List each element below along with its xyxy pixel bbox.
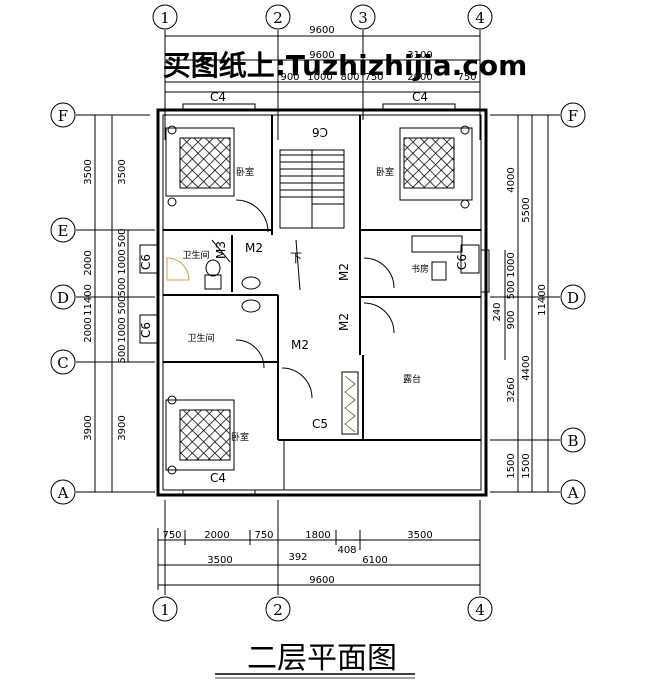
top-dim-2000: 2000 — [407, 72, 432, 83]
window-label-c6-study: C6 — [455, 254, 469, 270]
top-dim-total-2: 9600 — [309, 50, 334, 61]
drawing-title: 二层平面图 — [247, 641, 397, 676]
top-dim-800: 800 — [340, 72, 359, 83]
right-dim-4400: 4400 — [521, 355, 532, 380]
bottom-dim-750a: 750 — [162, 530, 181, 541]
window-label-c4-top-right: C4 — [412, 90, 428, 104]
window-label-c6-left-upper: C6 — [139, 254, 153, 270]
window-label-c6-left-lower: C6 — [139, 322, 153, 338]
right-dim-3260: 3260 — [506, 377, 517, 402]
bottom-dim-6100: 6100 — [362, 555, 387, 566]
bottom-dim-1800: 1800 — [305, 530, 330, 541]
axis-label-A-right: A — [567, 484, 579, 502]
window-label-c6-stair: C6 — [312, 125, 328, 139]
left-dim-3900b: 3900 — [117, 415, 128, 440]
window-label-c5: C5 — [312, 417, 328, 431]
axis-label-2-top: 2 — [273, 9, 283, 27]
bottom-dim-3500: 3500 — [407, 530, 432, 541]
axis-label-1-bottom: 1 — [160, 601, 170, 619]
door-label-m3: M3 — [214, 241, 228, 259]
door-label-m2-terrace: M2 — [337, 313, 351, 331]
axis-label-C-left: C — [57, 354, 68, 372]
left-dim-3500a: 3500 — [83, 159, 94, 184]
right-dim-4000: 4000 — [506, 167, 517, 192]
axis-label-4-bottom: 4 — [475, 601, 485, 619]
bottom-dim-750b: 750 — [254, 530, 273, 541]
left-dim-3900a: 3900 — [83, 415, 94, 440]
axis-label-1-top: 1 — [160, 9, 170, 27]
top-dim-total: 9600 — [309, 25, 334, 36]
left-dim-500b: 500 — [117, 277, 128, 296]
top-dim-750b: 750 — [457, 72, 476, 83]
left-dim-1000a: 1000 — [117, 249, 128, 274]
room-label-bedroom-1: 卧室 — [236, 166, 254, 178]
axis-label-F-left: F — [58, 107, 68, 125]
left-dim-500d: 500 — [117, 344, 128, 363]
right-dim-240: 240 — [492, 302, 503, 321]
right-dim-11400: 11400 — [537, 284, 548, 316]
bottom-dim-392: 392 — [288, 552, 307, 563]
room-label-bedroom-2: 卧室 — [376, 166, 394, 178]
left-dim-1000b: 1000 — [117, 317, 128, 342]
axis-label-D-left: D — [57, 289, 69, 307]
room-label-bathroom-2: 卫生间 — [187, 332, 214, 344]
watermark-text: 买图纸上:Tuzhizhijia.com — [163, 49, 528, 82]
bottom-dim-total: 9600 — [309, 575, 334, 586]
room-label-study: 书房 — [411, 263, 429, 275]
left-dim-3500b: 3500 — [117, 159, 128, 184]
axis-label-A-left: A — [57, 484, 69, 502]
stair-down-label: 下 — [290, 251, 302, 265]
door-label-m2-upper: M2 — [245, 241, 263, 255]
bottom-dim-2000: 2000 — [204, 530, 229, 541]
window-label-c4-top-left: C4 — [210, 90, 226, 104]
right-dim-1500a: 1500 — [506, 453, 517, 478]
axis-label-F-right: F — [568, 107, 578, 125]
bottom-dim-3500b: 3500 — [207, 555, 232, 566]
axis-label-D-right: D — [567, 289, 579, 307]
room-label-terrace: 露台 — [403, 373, 421, 385]
right-dim-500: 500 — [506, 280, 517, 299]
door-label-m2-study: M2 — [337, 263, 351, 281]
right-dim-1000: 1000 — [506, 252, 517, 277]
door-label-m2-lower: M2 — [291, 338, 309, 352]
top-dim-750a: 750 — [364, 72, 383, 83]
axis-label-3-top: 3 — [358, 9, 368, 27]
axis-label-2-bottom: 2 — [273, 601, 283, 619]
room-label-bedroom-3: 卧室 — [231, 431, 249, 443]
top-dim-900: 900 — [280, 72, 299, 83]
axis-label-E-left: E — [58, 222, 69, 240]
axis-label-B-right: B — [567, 432, 578, 450]
left-dim-500a: 500 — [117, 228, 128, 247]
left-dim-2000b: 2000 — [83, 317, 94, 342]
axis-label-4-top: 4 — [475, 9, 485, 27]
window-label-c4-bottom: C4 — [210, 471, 226, 485]
left-dim-500c: 500 — [117, 295, 128, 314]
left-dim-2000a: 2000 — [83, 250, 94, 275]
room-label-bathroom-1: 卫生间 — [182, 249, 209, 261]
right-dim-900: 900 — [506, 310, 517, 329]
bottom-dim-408: 408 — [337, 545, 356, 556]
left-dim-11400: 11400 — [83, 284, 94, 316]
top-dim-1000: 1000 — [307, 72, 332, 83]
right-dim-1500b: 1500 — [521, 453, 532, 478]
right-dim-5500: 5500 — [521, 197, 532, 222]
top-dim-3100: 3100 — [407, 50, 432, 61]
